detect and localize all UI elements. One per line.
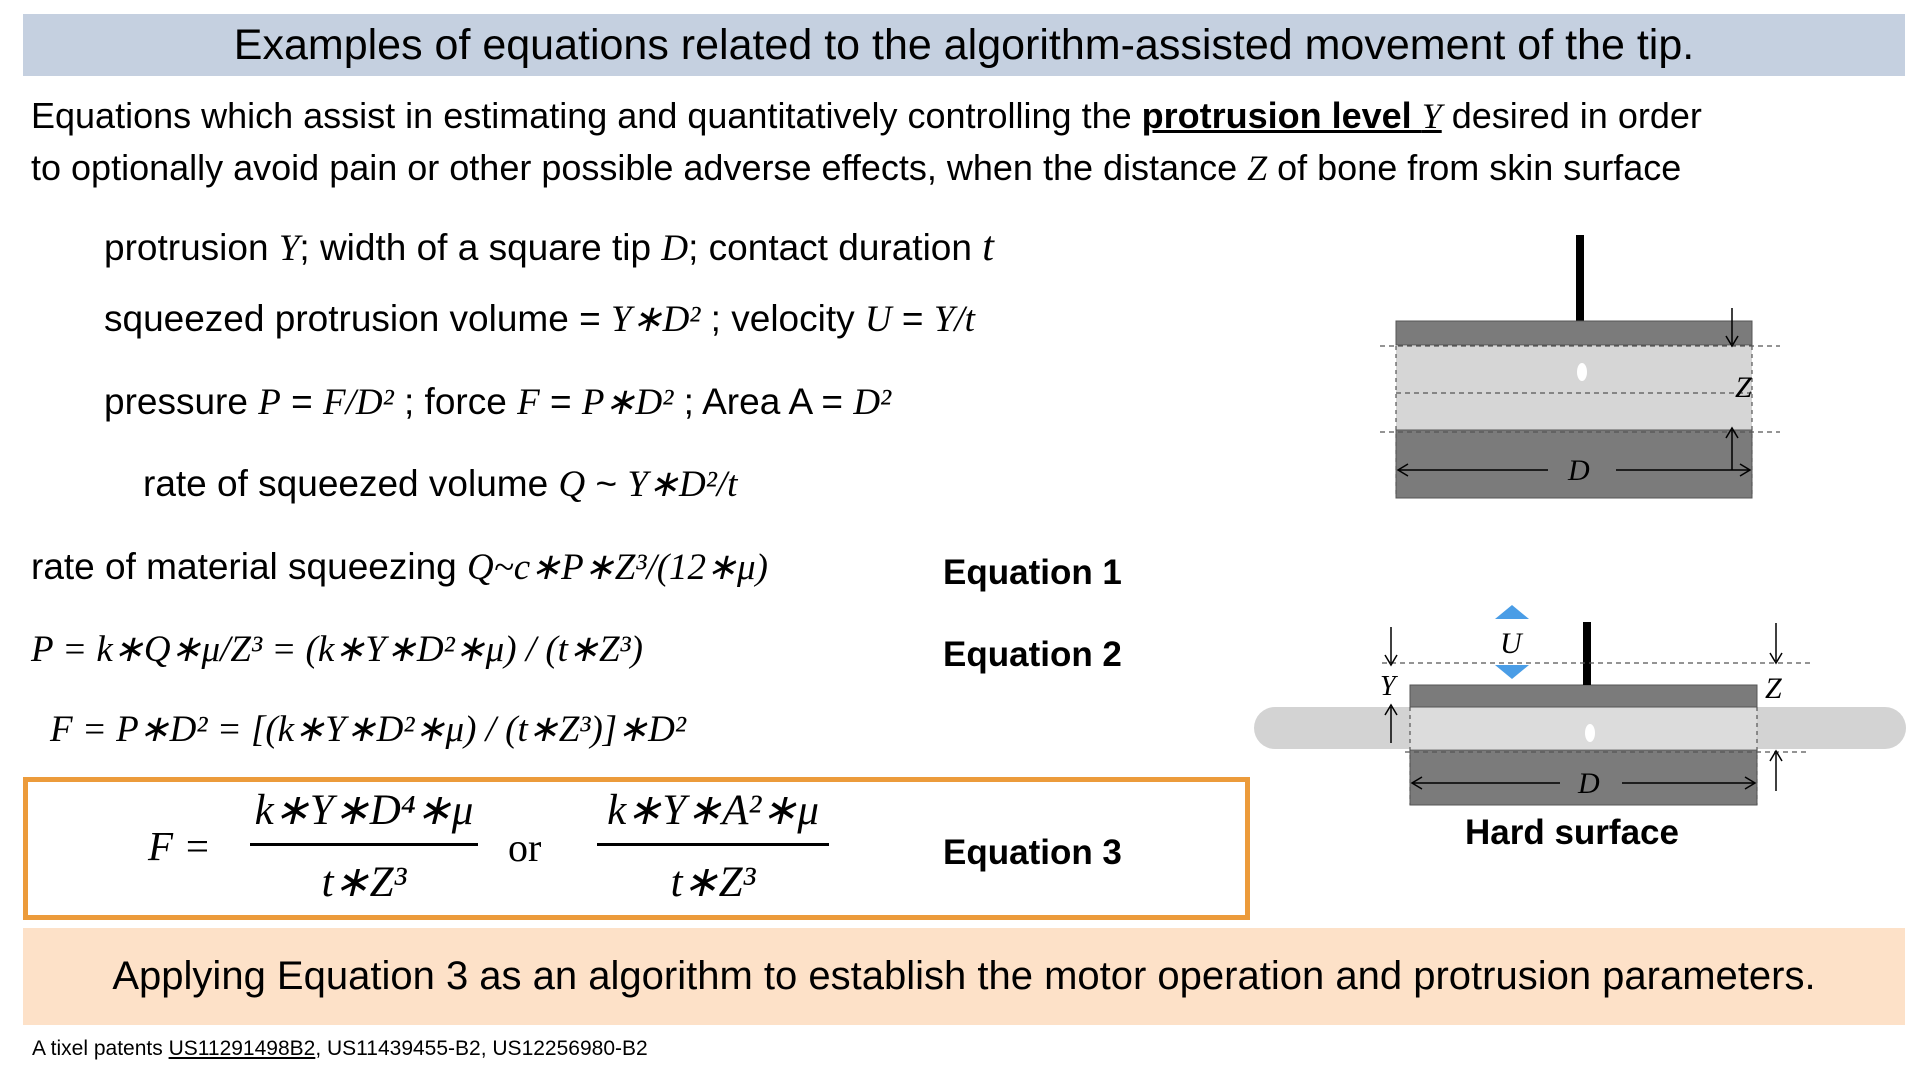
fraction-bar <box>250 843 478 846</box>
equation-force: F = P∗D² = [(k∗Y∗D²∗μ) / (t∗Z³)]∗D² <box>50 709 686 750</box>
definition-line-2: squeezed protrusion volume = Y∗D² ; velo… <box>104 298 975 340</box>
title-bar <box>23 14 1905 76</box>
patent-footer: A tixel patents US11291498B2, US11439455… <box>32 1037 648 1060</box>
diagram-2-y-label: Y <box>1380 671 1399 702</box>
intro-text: of bone from skin surface <box>1267 147 1682 188</box>
tip-shaft <box>1583 622 1591 685</box>
fraction-bar <box>597 843 829 846</box>
tip-compression-diagram: Z D <box>1380 235 1780 499</box>
intro-text: Equations which assist in estimating and… <box>31 95 1142 136</box>
page-title: Examples of equations related to the alg… <box>233 21 1695 69</box>
equation-3-label: Equation 3 <box>943 833 1122 872</box>
conclusion-text: Applying Equation 3 as an algorithm to e… <box>112 954 1816 998</box>
equation-2-label: Equation 2 <box>943 635 1122 674</box>
intro-text: desired in order <box>1441 95 1702 136</box>
var-z: Z <box>1247 148 1268 188</box>
tissue-layer <box>1410 707 1757 749</box>
bubble-marker <box>1577 363 1587 381</box>
definition-line-1: protrusion Y; width of a square tip D; c… <box>104 224 994 270</box>
definition-line-4: rate of squeezed volume Q ~ Y∗D²/t <box>143 463 738 505</box>
arrow-up-icon <box>1495 605 1529 619</box>
equation-1-label: Equation 1 <box>943 553 1122 592</box>
diagram-2-d-label: D <box>1577 767 1600 800</box>
equation-3-denominator-1: t∗Z³ <box>321 859 407 906</box>
tissue-layer <box>1396 346 1752 430</box>
equation-3-numerator-2: k∗Y∗A²∗μ <box>607 787 819 834</box>
tip-plate <box>1409 684 1758 708</box>
hard-base <box>1409 749 1758 806</box>
tip-plate <box>1395 320 1753 346</box>
diagram-2-z-label: Z <box>1765 672 1782 705</box>
intro-line-1: Equations which assist in estimating and… <box>31 95 1702 137</box>
diagram-2-u-label: U <box>1500 627 1524 660</box>
patent-link[interactable]: US11291498B2 <box>168 1037 316 1060</box>
equation-3-box <box>23 777 1250 920</box>
equation-2: P = k∗Q∗μ/Z³ = (k∗Y∗D²∗μ) / (t∗Z³) <box>31 629 643 670</box>
equation-3-denominator-2: t∗Z³ <box>670 859 756 906</box>
tip-shaft <box>1576 235 1584 321</box>
hard-surface-caption: Hard surface <box>1465 813 1679 852</box>
equation-3-or: or <box>508 825 542 870</box>
bone-layer <box>1395 429 1753 499</box>
conclusion-bar <box>23 928 1905 1025</box>
bubble-marker <box>1585 724 1595 742</box>
hard-surface-diagram: U Y Z D <box>1254 605 1906 806</box>
diagram-1-d-label: D <box>1567 454 1590 487</box>
definition-line-3: pressure P = F/D² ; force F = P∗D² ; Are… <box>104 381 892 423</box>
equation-3-lhs: F = <box>148 823 211 869</box>
equation-1: rate of material squeezing Q~c∗P∗Z³/(12∗… <box>31 546 768 588</box>
protrusion-level-emphasis: protrusion level Y <box>1141 95 1442 136</box>
equation-3-numerator-1: k∗Y∗D⁴∗μ <box>254 787 474 834</box>
intro-line-2: to optionally avoid pain or other possib… <box>31 147 1681 189</box>
diagram-1-z-label: Z <box>1735 371 1752 404</box>
arrow-down-icon <box>1495 665 1529 679</box>
intro-text: to optionally avoid pain or other possib… <box>31 147 1248 188</box>
